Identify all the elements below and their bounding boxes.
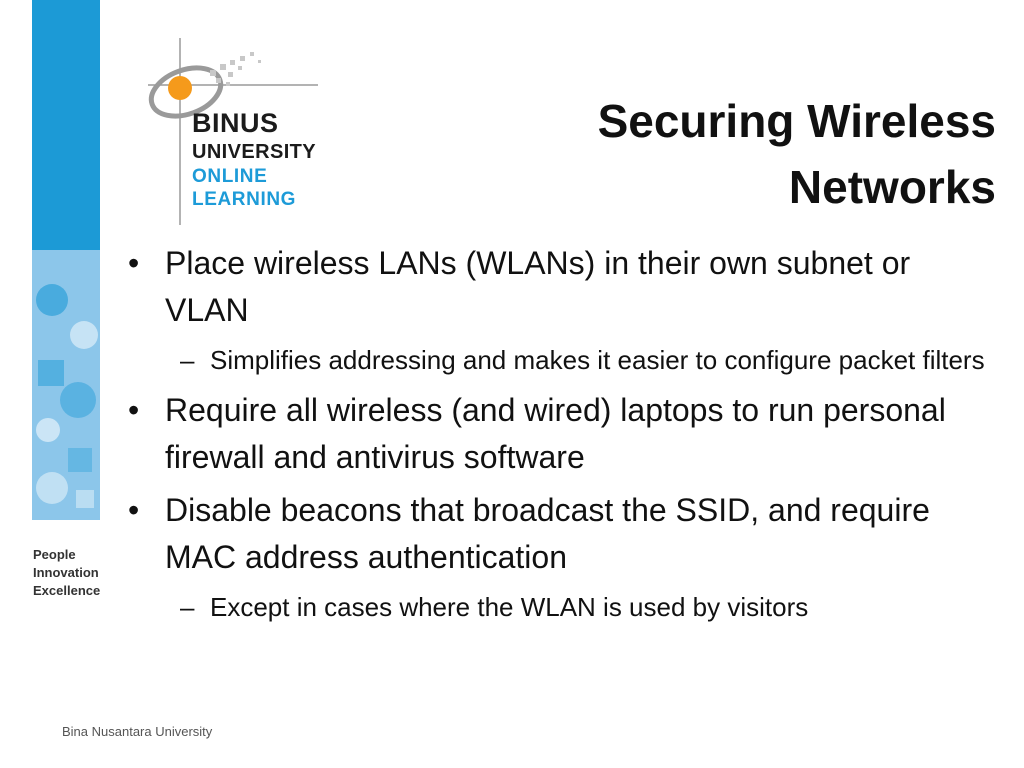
- title-line-1: Securing Wireless: [597, 95, 996, 147]
- slide-title: Securing Wireless Networks: [476, 88, 996, 220]
- tagline: People Innovation Excellence: [33, 546, 100, 600]
- title-line-2: Networks: [788, 161, 996, 213]
- binus-logo-text: BINUS UNIVERSITY ONLINE LEARNING: [192, 108, 317, 210]
- footer-text: Bina Nusantara University: [62, 724, 213, 739]
- decorative-stripe: [32, 0, 100, 520]
- bullet-3: Disable beacons that broadcast the SSID,…: [124, 487, 994, 581]
- tagline-innovation: Innovation: [33, 565, 99, 580]
- tagline-excellence: Excellence: [33, 583, 101, 598]
- logo-line-university: UNIVERSITY: [192, 141, 317, 163]
- binus-logo-graphic: [148, 38, 318, 225]
- sub-bullet-3: Except in cases where the WLAN is used b…: [124, 587, 994, 628]
- sub-bullet-1: Simplifies addressing and makes it easie…: [124, 340, 994, 381]
- logo-line-online: ONLINE: [192, 166, 268, 187]
- logo-line-learning: LEARNING: [192, 189, 297, 210]
- slide-content: Place wireless LANs (WLANs) in their own…: [124, 240, 994, 634]
- tagline-people: People: [33, 547, 76, 562]
- logo-line-binus: BINUS: [192, 108, 279, 138]
- bullet-1: Place wireless LANs (WLANs) in their own…: [124, 240, 994, 334]
- bullet-2: Require all wireless (and wired) laptops…: [124, 387, 994, 481]
